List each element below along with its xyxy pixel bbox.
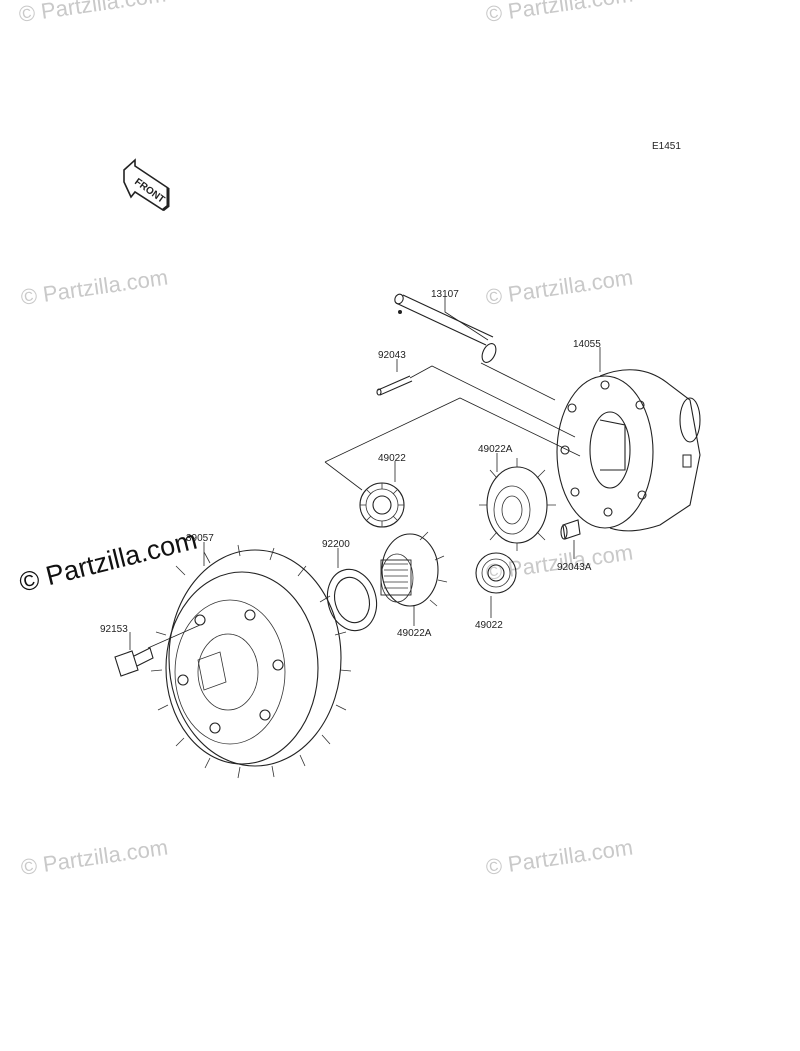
diagram-code: E1451 xyxy=(652,141,681,152)
callout-92043: 92043 xyxy=(378,350,406,361)
pinion-49022-bottom xyxy=(475,552,517,594)
watermark: © Partzilla.com xyxy=(484,835,634,880)
watermark: © Partzilla.com xyxy=(17,0,167,27)
pinion-49022-top xyxy=(359,482,405,528)
ring-gear-39057 xyxy=(150,544,352,779)
front-arrow-icon: FRONT xyxy=(123,158,170,212)
side-gear-49022A-bottom xyxy=(380,531,448,607)
pin-92043 xyxy=(376,375,413,396)
washer-92200 xyxy=(326,568,378,632)
callout-13107: 13107 xyxy=(431,289,459,300)
callout-92043A: 92043A xyxy=(557,562,592,573)
callout-49022A: 49022A xyxy=(397,628,432,639)
pin-92043A xyxy=(560,519,581,540)
callout-14055: 14055 xyxy=(573,339,601,350)
watermark: © Partzilla.com xyxy=(19,265,169,310)
watermark: © Partzilla.com xyxy=(484,0,634,27)
callout-92153: 92153 xyxy=(100,624,128,635)
callout-49022A: 49022A xyxy=(478,444,513,455)
callout-labels: 13107 14055 92043 49022 49022A 39057 922… xyxy=(100,289,601,639)
callout-92200: 92200 xyxy=(322,539,350,550)
callout-39057: 39057 xyxy=(186,533,214,544)
bolt-92153 xyxy=(114,647,154,677)
side-gear-49022A-top xyxy=(479,458,556,551)
watermark: © Partzilla.com xyxy=(484,265,634,310)
watermark-large: © Partzilla.com xyxy=(16,525,200,598)
shaft-13107 xyxy=(394,293,497,363)
case-14055 xyxy=(556,369,701,532)
leader-lines xyxy=(129,297,601,650)
watermark: © Partzilla.com xyxy=(19,835,169,880)
watermarks: © Partzilla.com © Partzilla.com © Partzi… xyxy=(17,0,634,880)
callout-49022: 49022 xyxy=(475,620,503,631)
callout-49022: 49022 xyxy=(378,453,406,464)
